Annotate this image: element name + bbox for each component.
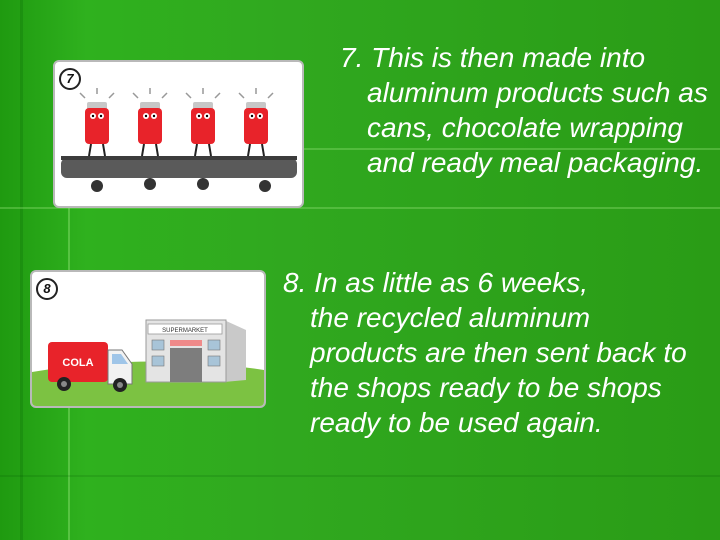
step-8-text: 8. In as little as 6 weeks, the recycled…: [283, 265, 703, 440]
supermarket-building: SUPERMARKET: [145, 319, 246, 383]
conveyor-wheel: [144, 178, 156, 190]
cans-on-conveyor-icon: [61, 88, 297, 192]
decorative-horizontal-line: [300, 148, 720, 150]
cola-can: [79, 88, 115, 157]
step-7-text-body: aluminum products such as cans, chocolat…: [367, 77, 708, 178]
cola-can: [185, 88, 221, 157]
step-8-illustration: 8 SUPERMARKET COLA: [30, 270, 266, 408]
decorative-horizontal-line: [0, 475, 720, 477]
decorative-horizontal-line: [0, 207, 720, 209]
cola-can: [238, 88, 274, 157]
step-8-text-body: the recycled aluminum products are then …: [310, 302, 687, 438]
step-8-text-first-line: 8. In as little as 6 weeks,: [283, 267, 589, 298]
conveyor-belt: [61, 158, 297, 178]
conveyor-wheel: [259, 180, 271, 192]
conveyor-wheel: [91, 180, 103, 192]
delivery-truck-icon: SUPERMARKET COLA: [32, 319, 264, 406]
cola-truck: COLA: [48, 342, 133, 392]
decorative-vertical-line: [20, 0, 23, 540]
conveyor-wheel: [197, 178, 209, 190]
step-7-illustration: 7: [53, 60, 304, 208]
step-7-badge: 7: [59, 68, 81, 90]
cola-can: [132, 88, 168, 157]
step-8-badge: 8: [36, 278, 58, 300]
truck-label: COLA: [62, 357, 93, 369]
step-7-text: 7. This is then made into aluminum produ…: [340, 40, 710, 180]
step-7-text-first-line: 7. This is then made into: [340, 42, 646, 73]
supermarket-sign: SUPERMARKET: [162, 328, 208, 334]
